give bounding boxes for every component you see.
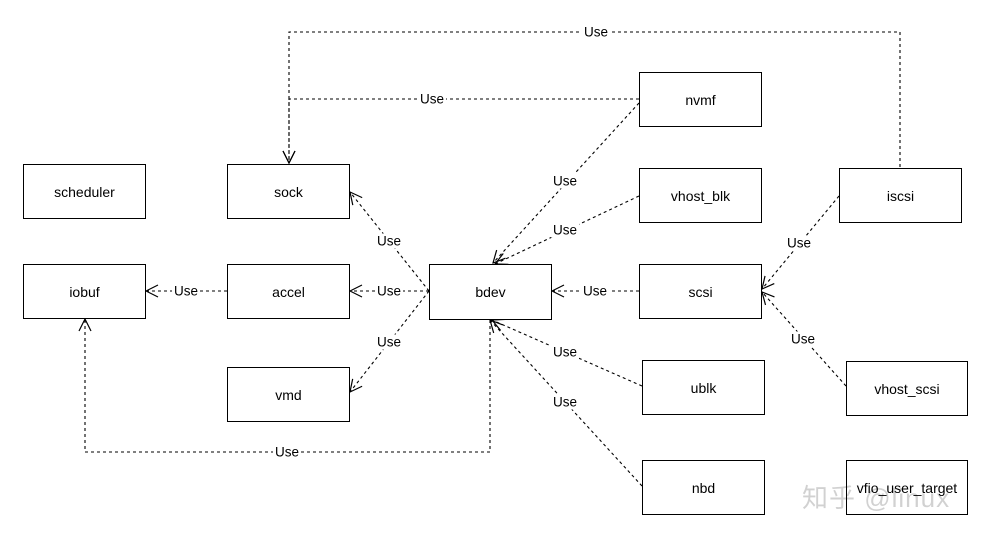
edge-label: Use: [374, 283, 404, 299]
node-iobuf: iobuf: [23, 264, 146, 319]
watermark: 知乎 @linux: [802, 483, 951, 513]
node-scsi: scsi: [639, 264, 762, 319]
edge-label: Use: [272, 444, 302, 460]
node-accel: accel: [227, 264, 350, 319]
edge-label: Use: [374, 233, 404, 249]
node-sock: sock: [227, 164, 350, 219]
node-vfio-user-target: vfio_user_target: [846, 460, 968, 515]
node-vmd: vmd: [227, 367, 350, 422]
edge-label: Use: [788, 331, 818, 347]
node-nvmf: nvmf: [639, 72, 762, 127]
edge-label: Use: [550, 173, 580, 189]
node-ublk: ublk: [642, 360, 765, 415]
edge-label: Use: [580, 283, 610, 299]
edge-label: Use: [550, 394, 580, 410]
edge-bdev-iobuf: [85, 319, 491, 453]
edge-nvmf-sock: [289, 98, 639, 163]
edge-label: Use: [784, 235, 814, 251]
edge-label: Use: [581, 24, 611, 40]
edge-label: Use: [417, 91, 447, 107]
node-vhost-blk: vhost_blk: [639, 168, 762, 223]
node-scheduler: scheduler: [23, 164, 146, 219]
edge-label: Use: [550, 222, 580, 238]
node-nbd: nbd: [642, 460, 765, 515]
edge-label: Use: [550, 344, 580, 360]
node-iscsi: iscsi: [839, 168, 962, 223]
edge-label: Use: [171, 283, 201, 299]
edge-nbd-bdev: [490, 320, 643, 487]
edge-label: Use: [374, 334, 404, 350]
node-vhost-scsi: vhost_scsi: [846, 361, 968, 416]
node-bdev: bdev: [429, 264, 552, 320]
